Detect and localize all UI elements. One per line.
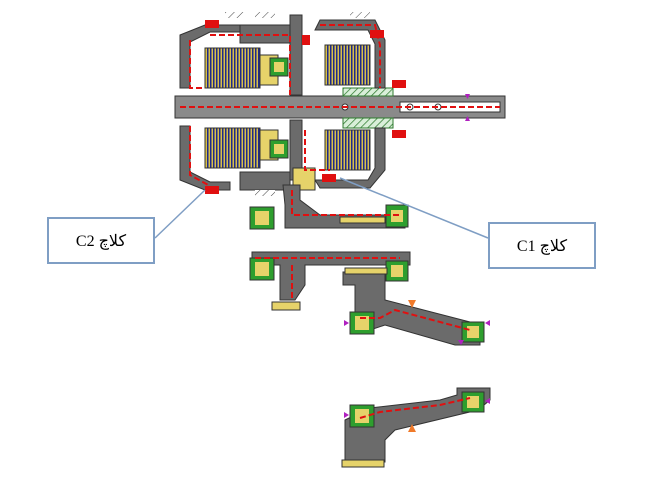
part-2-bearing-right-core [391, 265, 403, 277]
part-4-purple-marker-left [344, 412, 349, 418]
main-bearing-2-core [274, 144, 284, 154]
seal-6 [322, 174, 336, 182]
part-3-purple-marker-right [485, 320, 490, 326]
seal-1 [205, 20, 219, 28]
output-marker-top [465, 94, 470, 99]
seal-5 [205, 186, 219, 194]
c2-friction-pack-lower [204, 127, 261, 169]
output-spline-sleeve-top [342, 87, 394, 97]
exploded-part-1 [249, 184, 409, 230]
main-bearing-1-core [274, 62, 284, 72]
part-4-gear-strip [341, 459, 385, 468]
exploded-part-2 [249, 251, 411, 311]
c2-clutch-label: کلاچ C2 [75, 232, 127, 250]
part-3-bearing-left-core [355, 316, 369, 330]
ground-support-3 [350, 12, 370, 18]
output-spline-sleeve-bottom [342, 117, 394, 129]
part-1-bearing-left-core [255, 211, 269, 225]
part-4-purple-marker-right [485, 398, 490, 404]
housing-block-lower [239, 171, 291, 191]
ground-support-1 [225, 12, 245, 18]
output-marker-bottom [465, 116, 470, 121]
part-3-purple-marker-bottom [458, 340, 464, 345]
center-wall-upper [289, 14, 303, 96]
c2-clutch-callout: کلاچ C2 [47, 217, 155, 264]
part-2-bearing-left-core [255, 262, 269, 276]
seal-4 [392, 130, 406, 138]
seal-3 [392, 80, 406, 88]
exploded-part-4 [341, 387, 491, 468]
seal-2 [302, 35, 310, 45]
part-3-purple-marker-left [344, 320, 349, 326]
c2-drum-lower [179, 125, 231, 191]
exploded-part-3 [342, 267, 490, 346]
part-4-bearing-left-core [355, 409, 369, 423]
c1-friction-pack-upper [324, 44, 371, 86]
power-flow-path-main [180, 24, 500, 187]
main-transmission-assembly [174, 12, 506, 196]
part-2-power-flow [255, 257, 400, 300]
c1-friction-pack-lower [324, 129, 371, 171]
part-4-power-flow [359, 397, 471, 419]
part-3-orange-marker [408, 300, 416, 308]
part-3-body [342, 271, 481, 346]
part-3-power-flow [360, 308, 471, 331]
part-2-gear-strip [271, 301, 301, 311]
c1-pointer-line [339, 177, 489, 239]
c2-friction-pack-upper [204, 47, 261, 89]
ground-support-2 [255, 12, 275, 18]
part-3-gear-strip [344, 267, 388, 275]
ground-support-4 [255, 190, 275, 196]
c2-pointer-line [154, 189, 206, 239]
part-1-gear-strip [339, 216, 386, 224]
c1-clutch-label: کلاچ C1 [516, 237, 568, 255]
part-3-bearing-right-core [467, 326, 479, 338]
c1-clutch-callout: کلاچ C1 [488, 222, 596, 269]
part-4-orange-marker [408, 424, 416, 432]
